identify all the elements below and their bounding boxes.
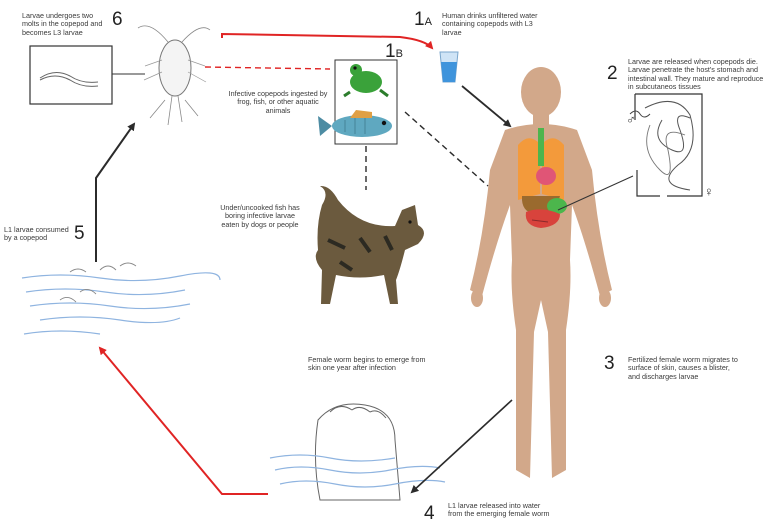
trachea — [538, 128, 544, 166]
arrow-copepod-to-1b — [204, 66, 331, 70]
arrow-4-to-5 — [98, 346, 268, 495]
adult-worms-box — [629, 93, 703, 197]
box-pointer-line — [557, 175, 634, 211]
arrow-1b-to-human — [404, 111, 489, 187]
step-1b-number: 1B — [385, 41, 403, 62]
stomach — [547, 198, 567, 214]
step-6-text: Larvae undergoes two molts in the copepo… — [22, 11, 103, 37]
step-6-number: 6 — [112, 9, 123, 30]
male-symbol: ♂ — [626, 112, 636, 127]
frog-drawing — [343, 64, 389, 98]
larva-box — [29, 45, 113, 105]
water-glass — [439, 51, 459, 83]
step-4-text: L1 larvae released into water from the e… — [448, 501, 550, 519]
step-5-text: L1 larvae consumed by a copepod — [4, 225, 69, 243]
arrow-human-to-4 — [410, 399, 513, 494]
arrow-glass-to-human — [461, 85, 512, 128]
water-larvae-drawing — [21, 262, 221, 335]
step-3-number: 3 — [604, 353, 615, 374]
emerge-note-text: Female worm begins to emerge from skin o… — [308, 355, 426, 373]
step-1a-number: 1A — [414, 9, 432, 30]
arrow-5-to-6 — [95, 122, 136, 262]
intestines — [525, 209, 560, 228]
step-4-number: 4 — [424, 503, 435, 524]
female-symbol: ♀ — [704, 184, 714, 199]
lungs — [518, 138, 564, 200]
step-1b-text: Infective copepods ingested by frog, fis… — [228, 89, 328, 115]
step-2-number: 2 — [607, 63, 618, 84]
human-figure — [470, 67, 612, 478]
copepod-drawing — [137, 25, 211, 126]
dog-note-text: Under/uncooked fish has boring infective… — [220, 203, 300, 229]
step-2-text: Larvae are released when copepods die. L… — [628, 57, 764, 92]
dog-drawing — [315, 185, 424, 304]
heart — [536, 167, 556, 185]
arrow-6-to-1a — [221, 32, 434, 50]
step-3-text: Fertilized female worm migrates to surfa… — [628, 355, 738, 381]
frog-fish-box — [318, 59, 398, 145]
fish-drawing — [318, 110, 392, 137]
step-1a-text: Human drinks unfiltered water containing… — [442, 11, 538, 37]
foot-drawing — [269, 403, 446, 501]
step-5-number: 5 — [74, 223, 85, 244]
